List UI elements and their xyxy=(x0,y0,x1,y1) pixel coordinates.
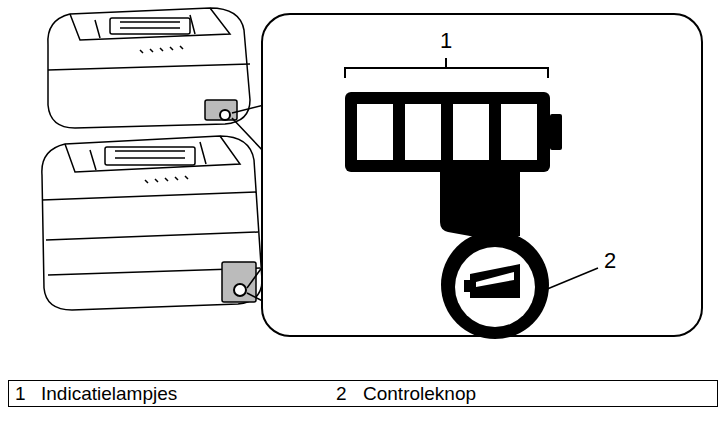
battery-large xyxy=(42,136,262,310)
callout-number: 1 xyxy=(438,30,454,52)
table-cell: 1 xyxy=(8,380,36,407)
battery-small xyxy=(48,8,250,128)
indicator-lamps xyxy=(345,92,562,172)
check-button xyxy=(440,172,549,339)
callout-number: 2 xyxy=(602,250,618,272)
table-cell: 2 xyxy=(330,380,358,407)
zoom-box xyxy=(262,14,702,336)
table-cell: Indicatielampjes xyxy=(35,380,331,407)
bracket xyxy=(345,58,548,78)
leader-line xyxy=(540,268,598,292)
table-cell: Controleknop xyxy=(357,380,718,407)
